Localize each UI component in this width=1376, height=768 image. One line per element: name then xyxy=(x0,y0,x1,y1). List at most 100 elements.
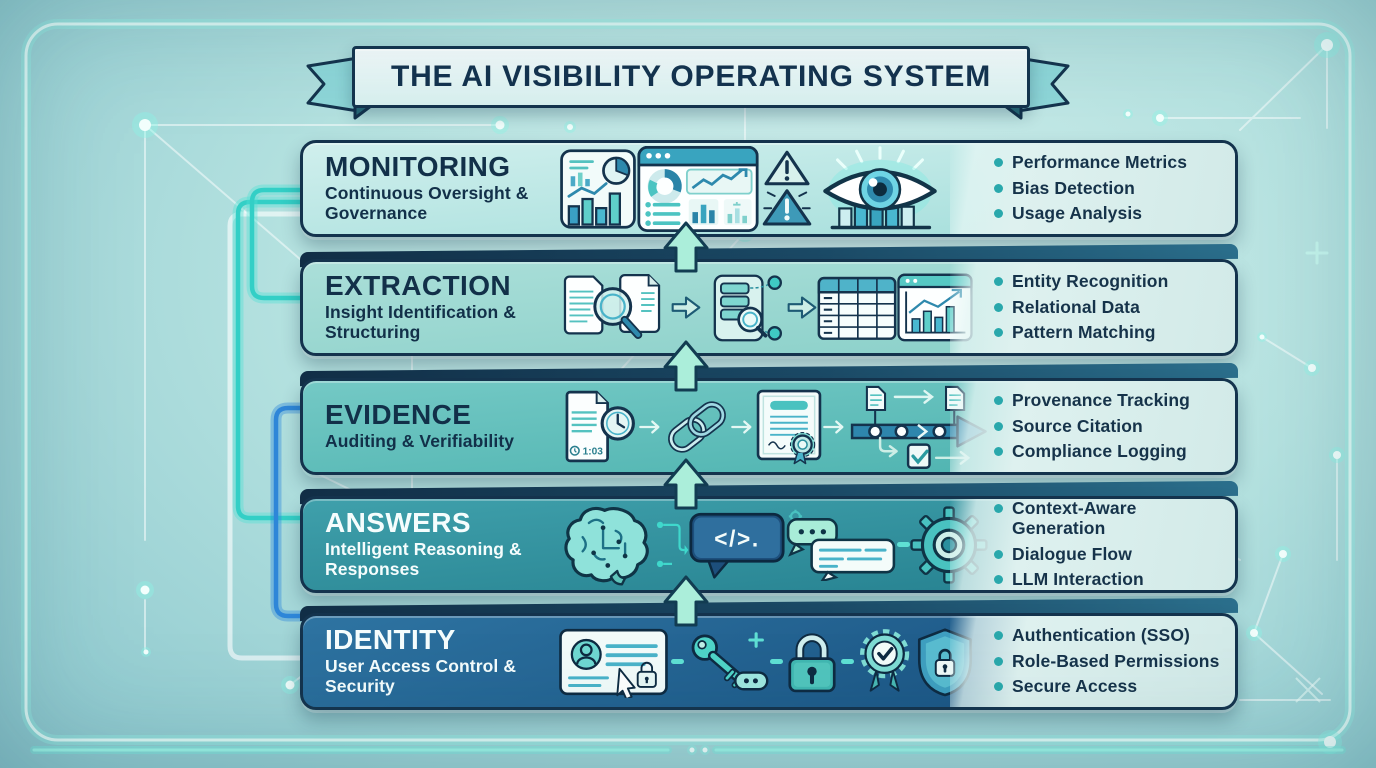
id-card-icon xyxy=(559,628,668,698)
layer-monitoring-label: MONITORING Continuous Oversight & Govern… xyxy=(303,150,553,224)
layer-title: ANSWERS xyxy=(325,506,471,538)
sparkle-decoration xyxy=(1295,677,1321,703)
up-arrow xyxy=(663,340,709,392)
bullet-item: Relational Data xyxy=(994,296,1227,318)
bullet-dot xyxy=(994,209,1003,219)
blue-connector xyxy=(273,405,315,619)
layer-subtitle: Intelligent Reasoning & Responses xyxy=(325,539,522,580)
chain-link-icon xyxy=(668,400,726,453)
bullet-dot xyxy=(994,302,1003,312)
thin-arrow-icon xyxy=(639,419,660,433)
provenance-timeline-icon xyxy=(850,385,987,469)
frame-border xyxy=(24,22,1352,742)
layer-extraction: EXTRACTION Insight Identification & Stru… xyxy=(300,259,1238,356)
flow-arrow-icon xyxy=(671,296,701,319)
layer-identity-label: IDENTITY User Access Control & Security xyxy=(303,623,553,697)
layer-monitoring-bullets: Performance Metrics Bias Detection Usage… xyxy=(950,143,1235,234)
padlock-icon xyxy=(788,632,836,692)
layer-subtitle: Auditing & Verifiability xyxy=(325,431,515,452)
bullet-dot xyxy=(994,396,1003,406)
chat-bubbles-icon xyxy=(786,509,896,581)
document-clock-icon: 1:03 xyxy=(565,390,635,463)
bullet-text: Dialogue Flow xyxy=(1012,543,1132,564)
layer-monitoring-icons xyxy=(553,143,950,234)
layer-extraction-label: EXTRACTION Insight Identification & Stru… xyxy=(303,269,553,343)
layer-monitoring-band: MONITORING Continuous Oversight & Govern… xyxy=(300,140,1238,237)
bullet-dot xyxy=(994,447,1003,457)
brain-icon xyxy=(564,506,649,586)
bullet-text: Performance Metrics xyxy=(1012,152,1188,173)
bullet-dot xyxy=(994,504,1003,514)
bullet-dot xyxy=(994,328,1003,338)
layer-evidence-icons: 1:03 xyxy=(553,381,987,472)
layer-extraction-bullets: Entity Recognition Relational Data Patte… xyxy=(950,262,1235,353)
key-icon xyxy=(691,632,769,691)
bullet-item: Source Citation xyxy=(994,415,1227,437)
layer-extraction-band: EXTRACTION Insight Identification & Stru… xyxy=(300,259,1238,356)
layer-subtitle: Continuous Oversight & Governance xyxy=(325,183,529,224)
data-structuring-icon xyxy=(713,274,783,341)
layer-title: IDENTITY xyxy=(325,623,456,655)
layer-answers-label: ANSWERS Intelligent Reasoning & Response… xyxy=(303,506,553,580)
layer-title: EVIDENCE xyxy=(325,398,472,430)
bullet-item: Performance Metrics xyxy=(994,153,1227,173)
bullet-text: Usage Analysis xyxy=(1012,203,1143,224)
bullet-item: Pattern Matching xyxy=(994,323,1227,343)
document-search-icon xyxy=(563,273,661,339)
dashboard-window-icon xyxy=(637,145,759,232)
badge-check-icon xyxy=(860,628,910,692)
bullet-item: Authentication (SSO) xyxy=(994,626,1227,646)
bullet-item: Compliance Logging xyxy=(994,442,1227,462)
thin-arrow-icon xyxy=(731,419,752,433)
bullet-text: Source Citation xyxy=(1012,415,1143,436)
layer-title: MONITORING xyxy=(325,150,511,182)
analytics-card-icon xyxy=(560,148,636,229)
bullet-dot xyxy=(994,631,1003,641)
doc-timestamp: 1:03 xyxy=(583,447,604,458)
circuit-connector-icon xyxy=(656,521,689,567)
bullet-item: Provenance Tracking xyxy=(994,391,1227,411)
layer-identity: IDENTITY User Access Control & Security xyxy=(300,613,1238,710)
bullet-item: Bias Detection xyxy=(994,177,1227,199)
connector-dash xyxy=(671,659,684,664)
bullet-dot xyxy=(994,421,1003,431)
up-arrow xyxy=(663,458,709,510)
layer-evidence: EVIDENCE Auditing & Verifiability 1:03 xyxy=(300,378,1238,475)
bullet-text: Bias Detection xyxy=(1012,177,1135,198)
layer-connectors xyxy=(227,184,318,661)
bullet-item: Context-Aware Generation xyxy=(994,498,1227,538)
layer-identity-bullets: Authentication (SSO) Role-Based Permissi… xyxy=(950,616,1235,707)
thin-arrow-icon xyxy=(823,419,844,433)
plus-decoration xyxy=(1305,241,1329,265)
bullet-dot xyxy=(994,277,1003,287)
connector-dash xyxy=(841,659,854,664)
bullet-dot xyxy=(994,549,1003,559)
title-banner: THE AI VISIBILITY OPERATING SYSTEM xyxy=(352,46,1030,108)
bullet-text: LLM Interaction xyxy=(1012,569,1144,590)
layer-identity-icons xyxy=(553,616,973,707)
up-arrow xyxy=(663,575,709,627)
layer-monitoring: MONITORING Continuous Oversight & Govern… xyxy=(300,140,1238,237)
page-title: THE AI VISIBILITY OPERATING SYSTEM xyxy=(390,60,992,93)
bullet-dot xyxy=(994,656,1003,666)
bullet-item: Usage Analysis xyxy=(994,204,1227,224)
bullet-dot xyxy=(994,682,1003,692)
layer-answers-bullets: Context-Aware Generation Dialogue Flow L… xyxy=(950,498,1235,590)
layer-evidence-bullets: Provenance Tracking Source Citation Comp… xyxy=(950,381,1235,472)
layer-identity-band: IDENTITY User Access Control & Security xyxy=(300,613,1238,710)
layer-answers-band: ANSWERS Intelligent Reasoning & Response… xyxy=(300,496,1238,593)
bullet-text: Relational Data xyxy=(1012,296,1140,317)
layer-title: EXTRACTION xyxy=(325,269,511,301)
bullet-item: Entity Recognition xyxy=(994,272,1227,292)
layer-answers-icons: </>. xyxy=(553,499,988,590)
visibility-eye-icon xyxy=(823,146,937,230)
alert-triangles-icon xyxy=(762,150,812,226)
layer-evidence-band: EVIDENCE Auditing & Verifiability 1:03 xyxy=(300,378,1238,475)
bullet-item: Role-Based Permissions xyxy=(994,650,1227,672)
layer-subtitle: User Access Control & Security xyxy=(325,656,517,697)
bullet-text: Role-Based Permissions xyxy=(1012,650,1220,671)
bullet-text: Secure Access xyxy=(1012,676,1138,697)
bullet-text: Compliance Logging xyxy=(1012,441,1187,462)
bullet-text: Pattern Matching xyxy=(1012,322,1156,343)
